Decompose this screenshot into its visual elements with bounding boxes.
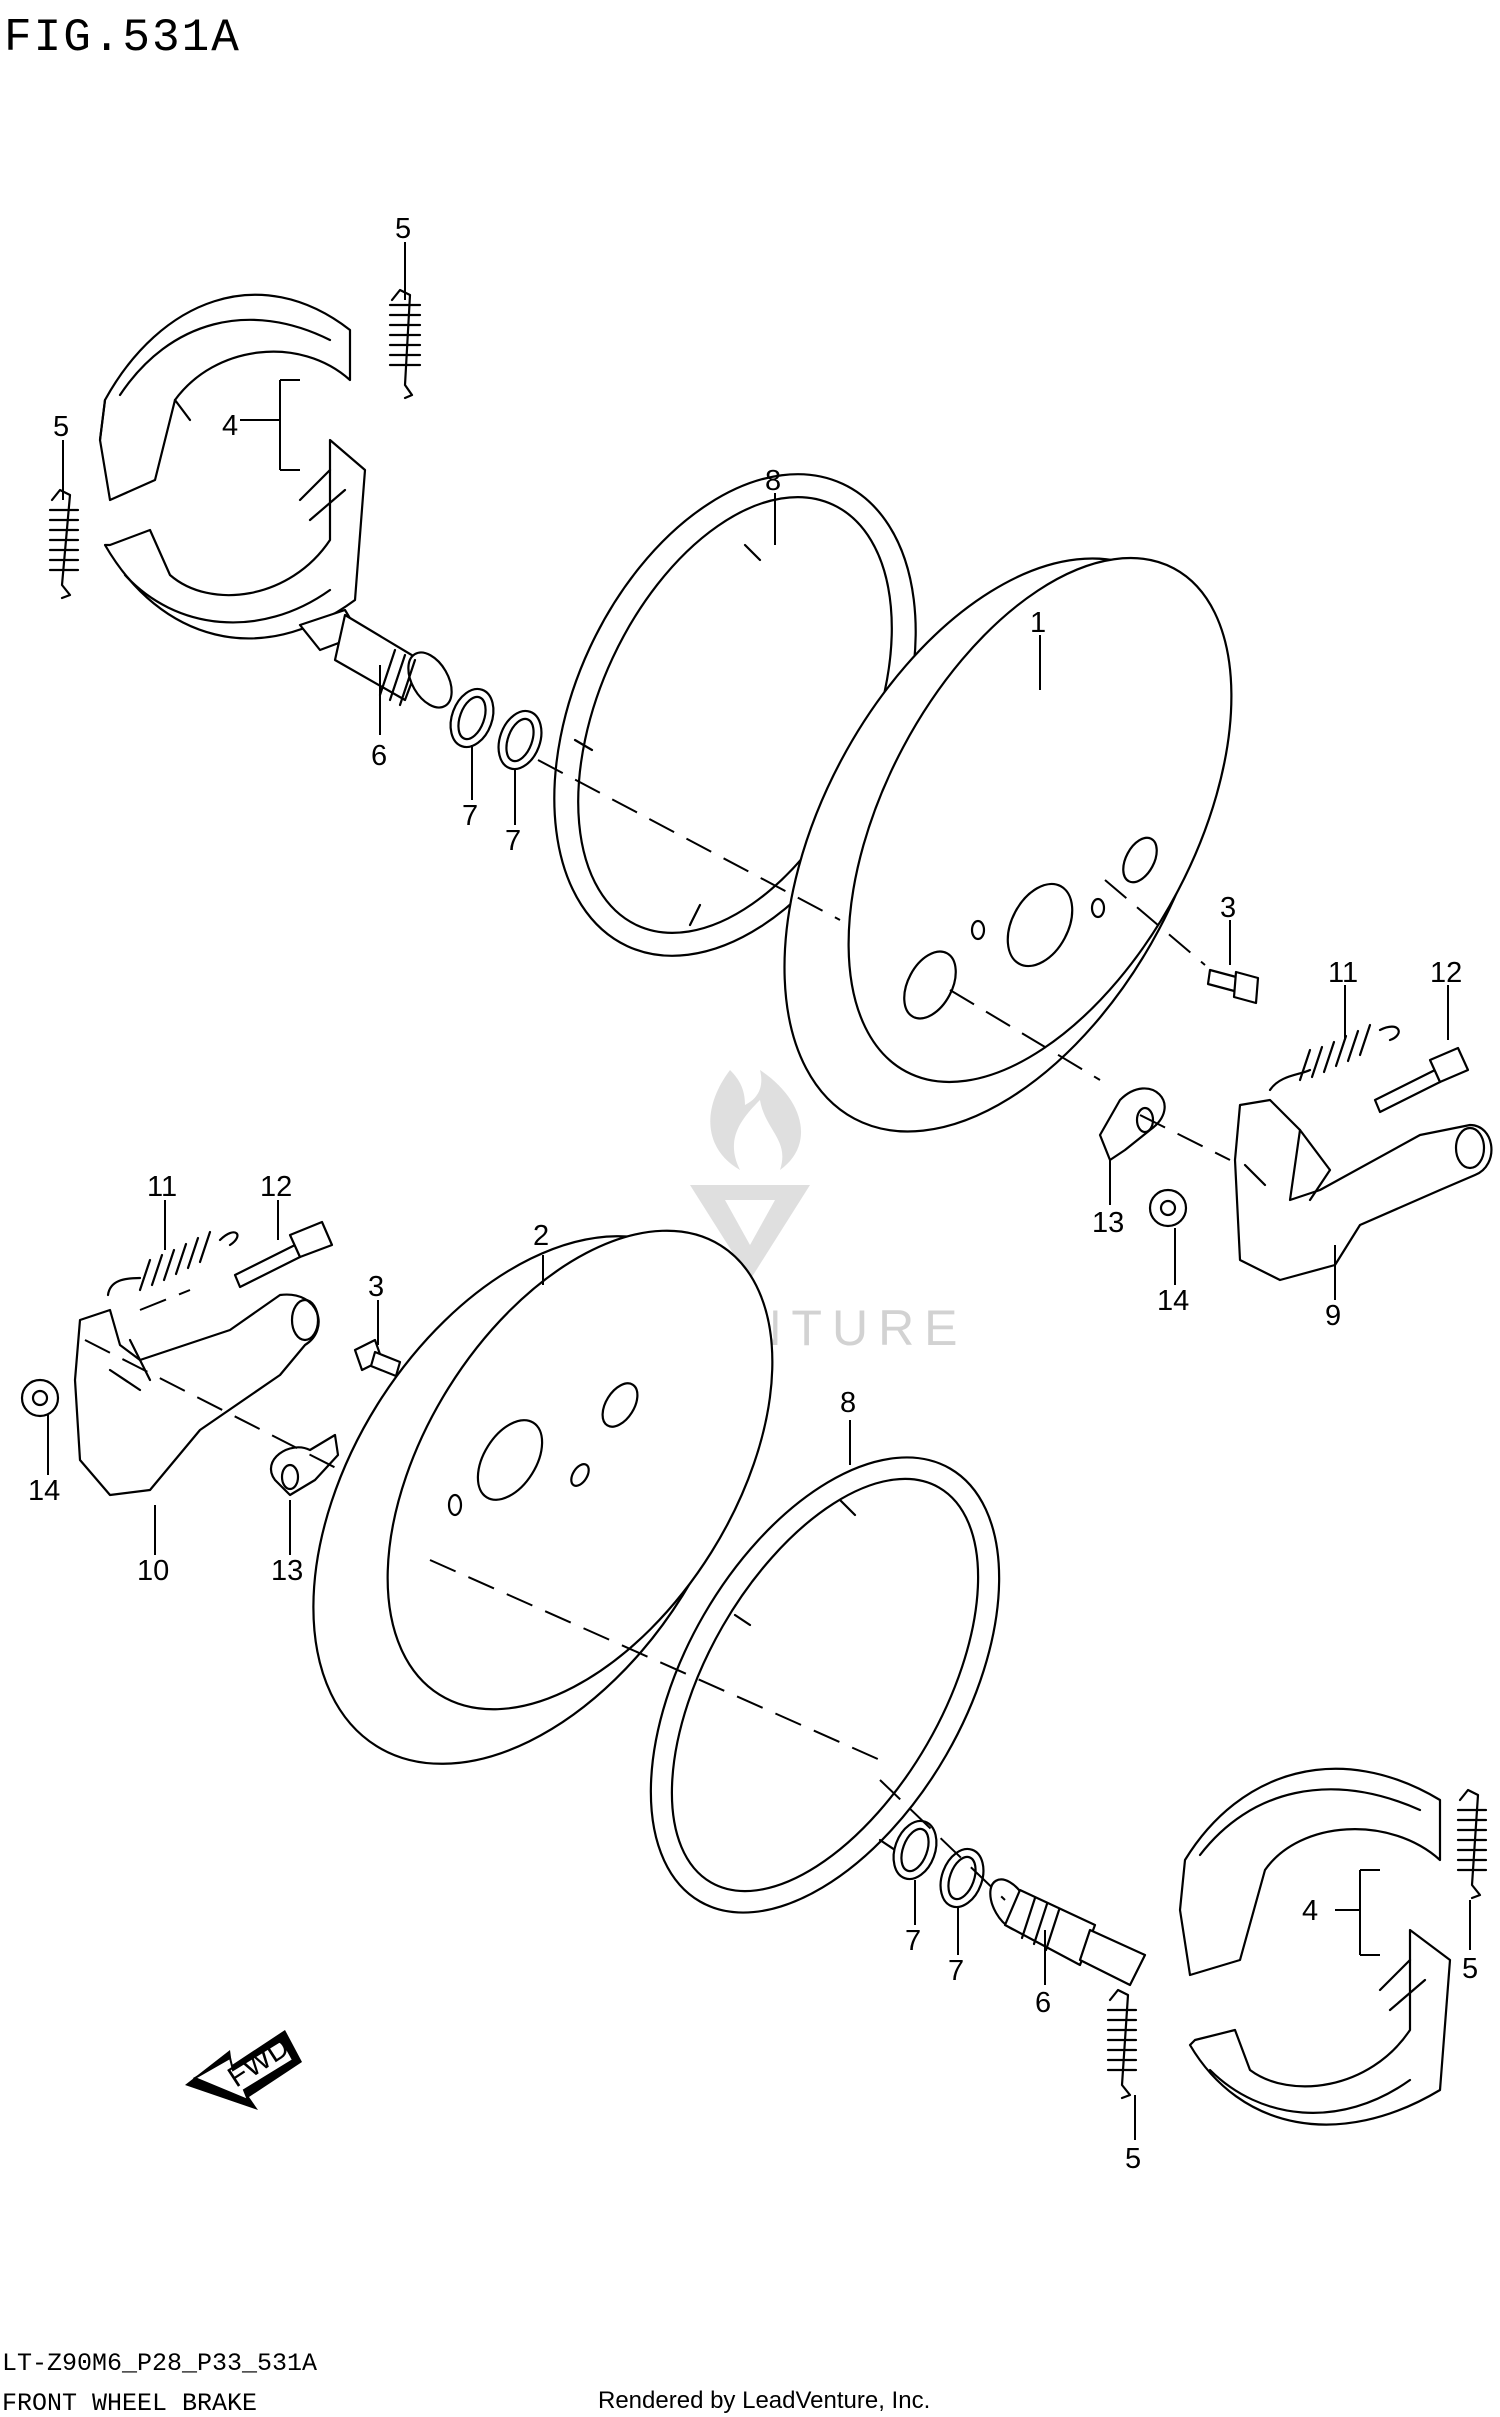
callout-9: 9 xyxy=(1325,1300,1341,1332)
callout-7: 7 xyxy=(905,1925,921,1957)
callout-12: 12 xyxy=(1430,957,1462,989)
alignment-line-lower-b xyxy=(139,1289,191,1311)
brake-panel-upper xyxy=(783,556,1233,1133)
wear-indicator-upper xyxy=(1098,1087,1166,1162)
callout-5: 5 xyxy=(53,411,69,443)
callout-4: 4 xyxy=(222,410,238,442)
washer-lower-b xyxy=(939,1847,985,1909)
seal-ring-lower xyxy=(649,1456,1001,1914)
watermark-logo xyxy=(690,1070,810,1280)
alignment-line-upper-a xyxy=(537,759,841,921)
brake-lever-lower xyxy=(73,1293,320,1497)
callout-12: 12 xyxy=(260,1171,292,1203)
callout-5: 5 xyxy=(1125,2143,1141,2175)
alignment-line-upper-b xyxy=(949,989,1101,1081)
washer-lower-a xyxy=(892,1819,938,1881)
callout-13: 13 xyxy=(1092,1207,1124,1239)
nut-upper xyxy=(1148,1188,1188,1228)
callout-3: 3 xyxy=(368,1271,384,1303)
render-credit: Rendered by LeadVenture, Inc. xyxy=(598,2387,930,2414)
lever-spring-lower xyxy=(106,1230,239,1297)
callout-7: 7 xyxy=(505,825,521,857)
cam-shaft-lower xyxy=(989,1878,1147,1987)
brake-drum-lower xyxy=(312,1229,774,1765)
callout-8: 8 xyxy=(765,465,781,497)
forward-direction-arrow: FWD xyxy=(185,2030,302,2110)
bolt-upper xyxy=(1206,968,1260,1005)
callout-4: 4 xyxy=(1302,1895,1318,1927)
callout-5: 5 xyxy=(395,213,411,245)
return-spring-lower-a xyxy=(1456,1788,1488,1900)
callout-11: 11 xyxy=(1328,957,1358,989)
return-spring-upper-b xyxy=(48,488,80,600)
lever-bolt-upper xyxy=(1373,1046,1470,1114)
figure-title: FIG.531A xyxy=(4,12,241,64)
alignment-line-upper-d xyxy=(1139,1114,1231,1161)
callout-3: 3 xyxy=(1220,892,1236,924)
wear-indicator-lower xyxy=(269,1433,340,1497)
washer-upper-a xyxy=(449,687,495,749)
callout-6: 6 xyxy=(371,740,387,772)
callout-2: 2 xyxy=(533,1220,549,1252)
callout-7: 7 xyxy=(948,1955,964,1987)
alignment-line-upper-c xyxy=(1104,879,1206,966)
callout-11: 11 xyxy=(147,1171,177,1203)
washer-upper-b xyxy=(497,709,543,771)
callout-10: 10 xyxy=(137,1555,169,1587)
return-spring-upper-a xyxy=(388,288,422,400)
bolt-lower xyxy=(353,1338,402,1378)
alignment-line-lower-a xyxy=(84,1339,341,1471)
callout-5: 5 xyxy=(1462,1953,1478,1985)
nut-lower xyxy=(20,1378,60,1418)
lever-bolt-lower xyxy=(233,1220,334,1289)
callout-14: 14 xyxy=(28,1475,60,1507)
alignment-line-lower-d xyxy=(879,1779,1006,1901)
callout-14: 14 xyxy=(1157,1285,1189,1317)
leader-lines xyxy=(47,242,1471,2140)
return-spring-lower-b xyxy=(1106,1988,1138,2100)
callout-8: 8 xyxy=(840,1387,856,1419)
brake-lever-upper xyxy=(1233,1098,1493,1282)
brake-shoe-upper-left xyxy=(98,293,367,640)
callout-1: 1 xyxy=(1030,607,1046,639)
callout-13: 13 xyxy=(271,1555,303,1587)
brake-shoe-lower-right xyxy=(1178,1767,1452,2126)
model-code: LT-Z90M6_P28_P33_531A xyxy=(2,2349,317,2378)
cam-shaft-upper xyxy=(298,608,453,709)
section-name: FRONT WHEEL BRAKE xyxy=(2,2389,257,2417)
lever-spring-upper xyxy=(1268,1023,1400,1092)
callout-7: 7 xyxy=(462,800,478,832)
callout-6: 6 xyxy=(1035,1987,1051,2019)
